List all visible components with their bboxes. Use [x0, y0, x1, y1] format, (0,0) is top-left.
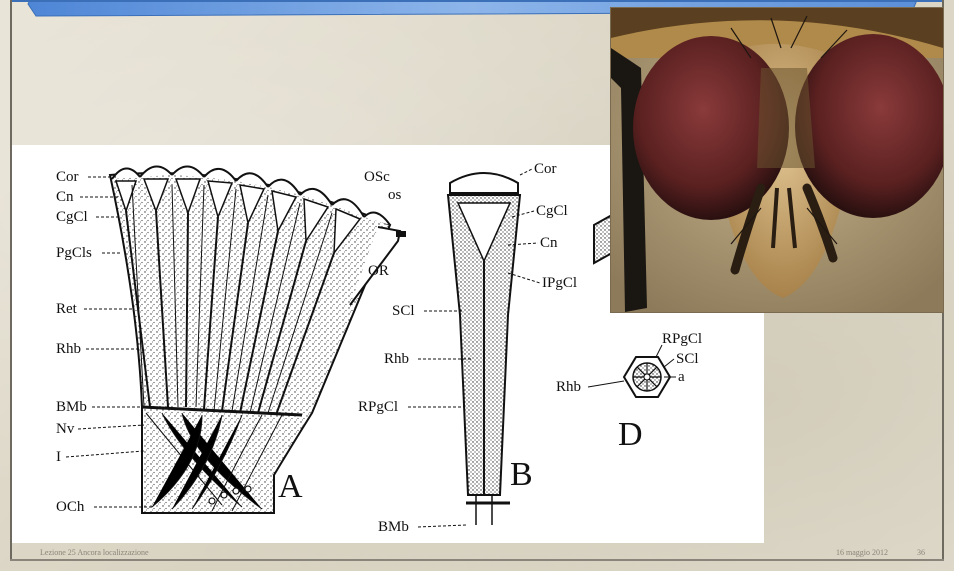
svg-text:IPgCl: IPgCl: [542, 275, 577, 291]
svg-text:Nv: Nv: [56, 421, 75, 437]
svg-text:CgCl: CgCl: [56, 209, 88, 225]
svg-text:os: os: [388, 187, 402, 203]
panel-b-letter: B: [510, 456, 533, 493]
svg-text:SCl: SCl: [392, 303, 415, 319]
svg-text:Cor: Cor: [56, 169, 79, 185]
svg-text:a: a: [678, 369, 685, 385]
panel-a-drawing: [110, 166, 406, 513]
svg-text:OSc: OSc: [364, 169, 390, 185]
slide-frame-bottom: [10, 559, 944, 561]
panel-d-labels: RPgCl SCl Rhb a D: [556, 331, 702, 453]
svg-text:OR: OR: [368, 263, 389, 279]
svg-text:Cn: Cn: [540, 235, 558, 251]
panel-a-letter: A: [278, 468, 303, 505]
svg-text:BMb: BMb: [56, 399, 87, 415]
svg-text:BMb: BMb: [378, 519, 409, 535]
svg-text:RPgCl: RPgCl: [358, 399, 398, 415]
svg-text:Rhb: Rhb: [56, 341, 81, 357]
panel-c-cross-section: [594, 215, 612, 263]
panel-d-letter: D: [618, 416, 643, 453]
fly-head-image: [611, 8, 943, 312]
svg-text:Cor: Cor: [534, 161, 557, 177]
svg-text:PgCls: PgCls: [56, 245, 92, 261]
svg-text:Cn: Cn: [56, 189, 74, 205]
svg-text:OCh: OCh: [56, 499, 85, 515]
svg-text:Rhb: Rhb: [384, 351, 409, 367]
footer-lecture-title: Lezione 25 Ancora localizzazione: [40, 548, 149, 557]
svg-text:Ret: Ret: [56, 301, 78, 317]
svg-text:Rhb: Rhb: [556, 379, 581, 395]
svg-text:I: I: [56, 449, 61, 465]
footer-date: 16 maggio 2012: [836, 548, 888, 557]
panel-d-drawing: [624, 357, 670, 397]
svg-text:CgCl: CgCl: [536, 203, 568, 219]
svg-text:SCl: SCl: [676, 351, 699, 367]
footer-page-number: 36: [917, 548, 925, 557]
fly-head-photo: [611, 8, 943, 312]
svg-text:RPgCl: RPgCl: [662, 331, 702, 347]
